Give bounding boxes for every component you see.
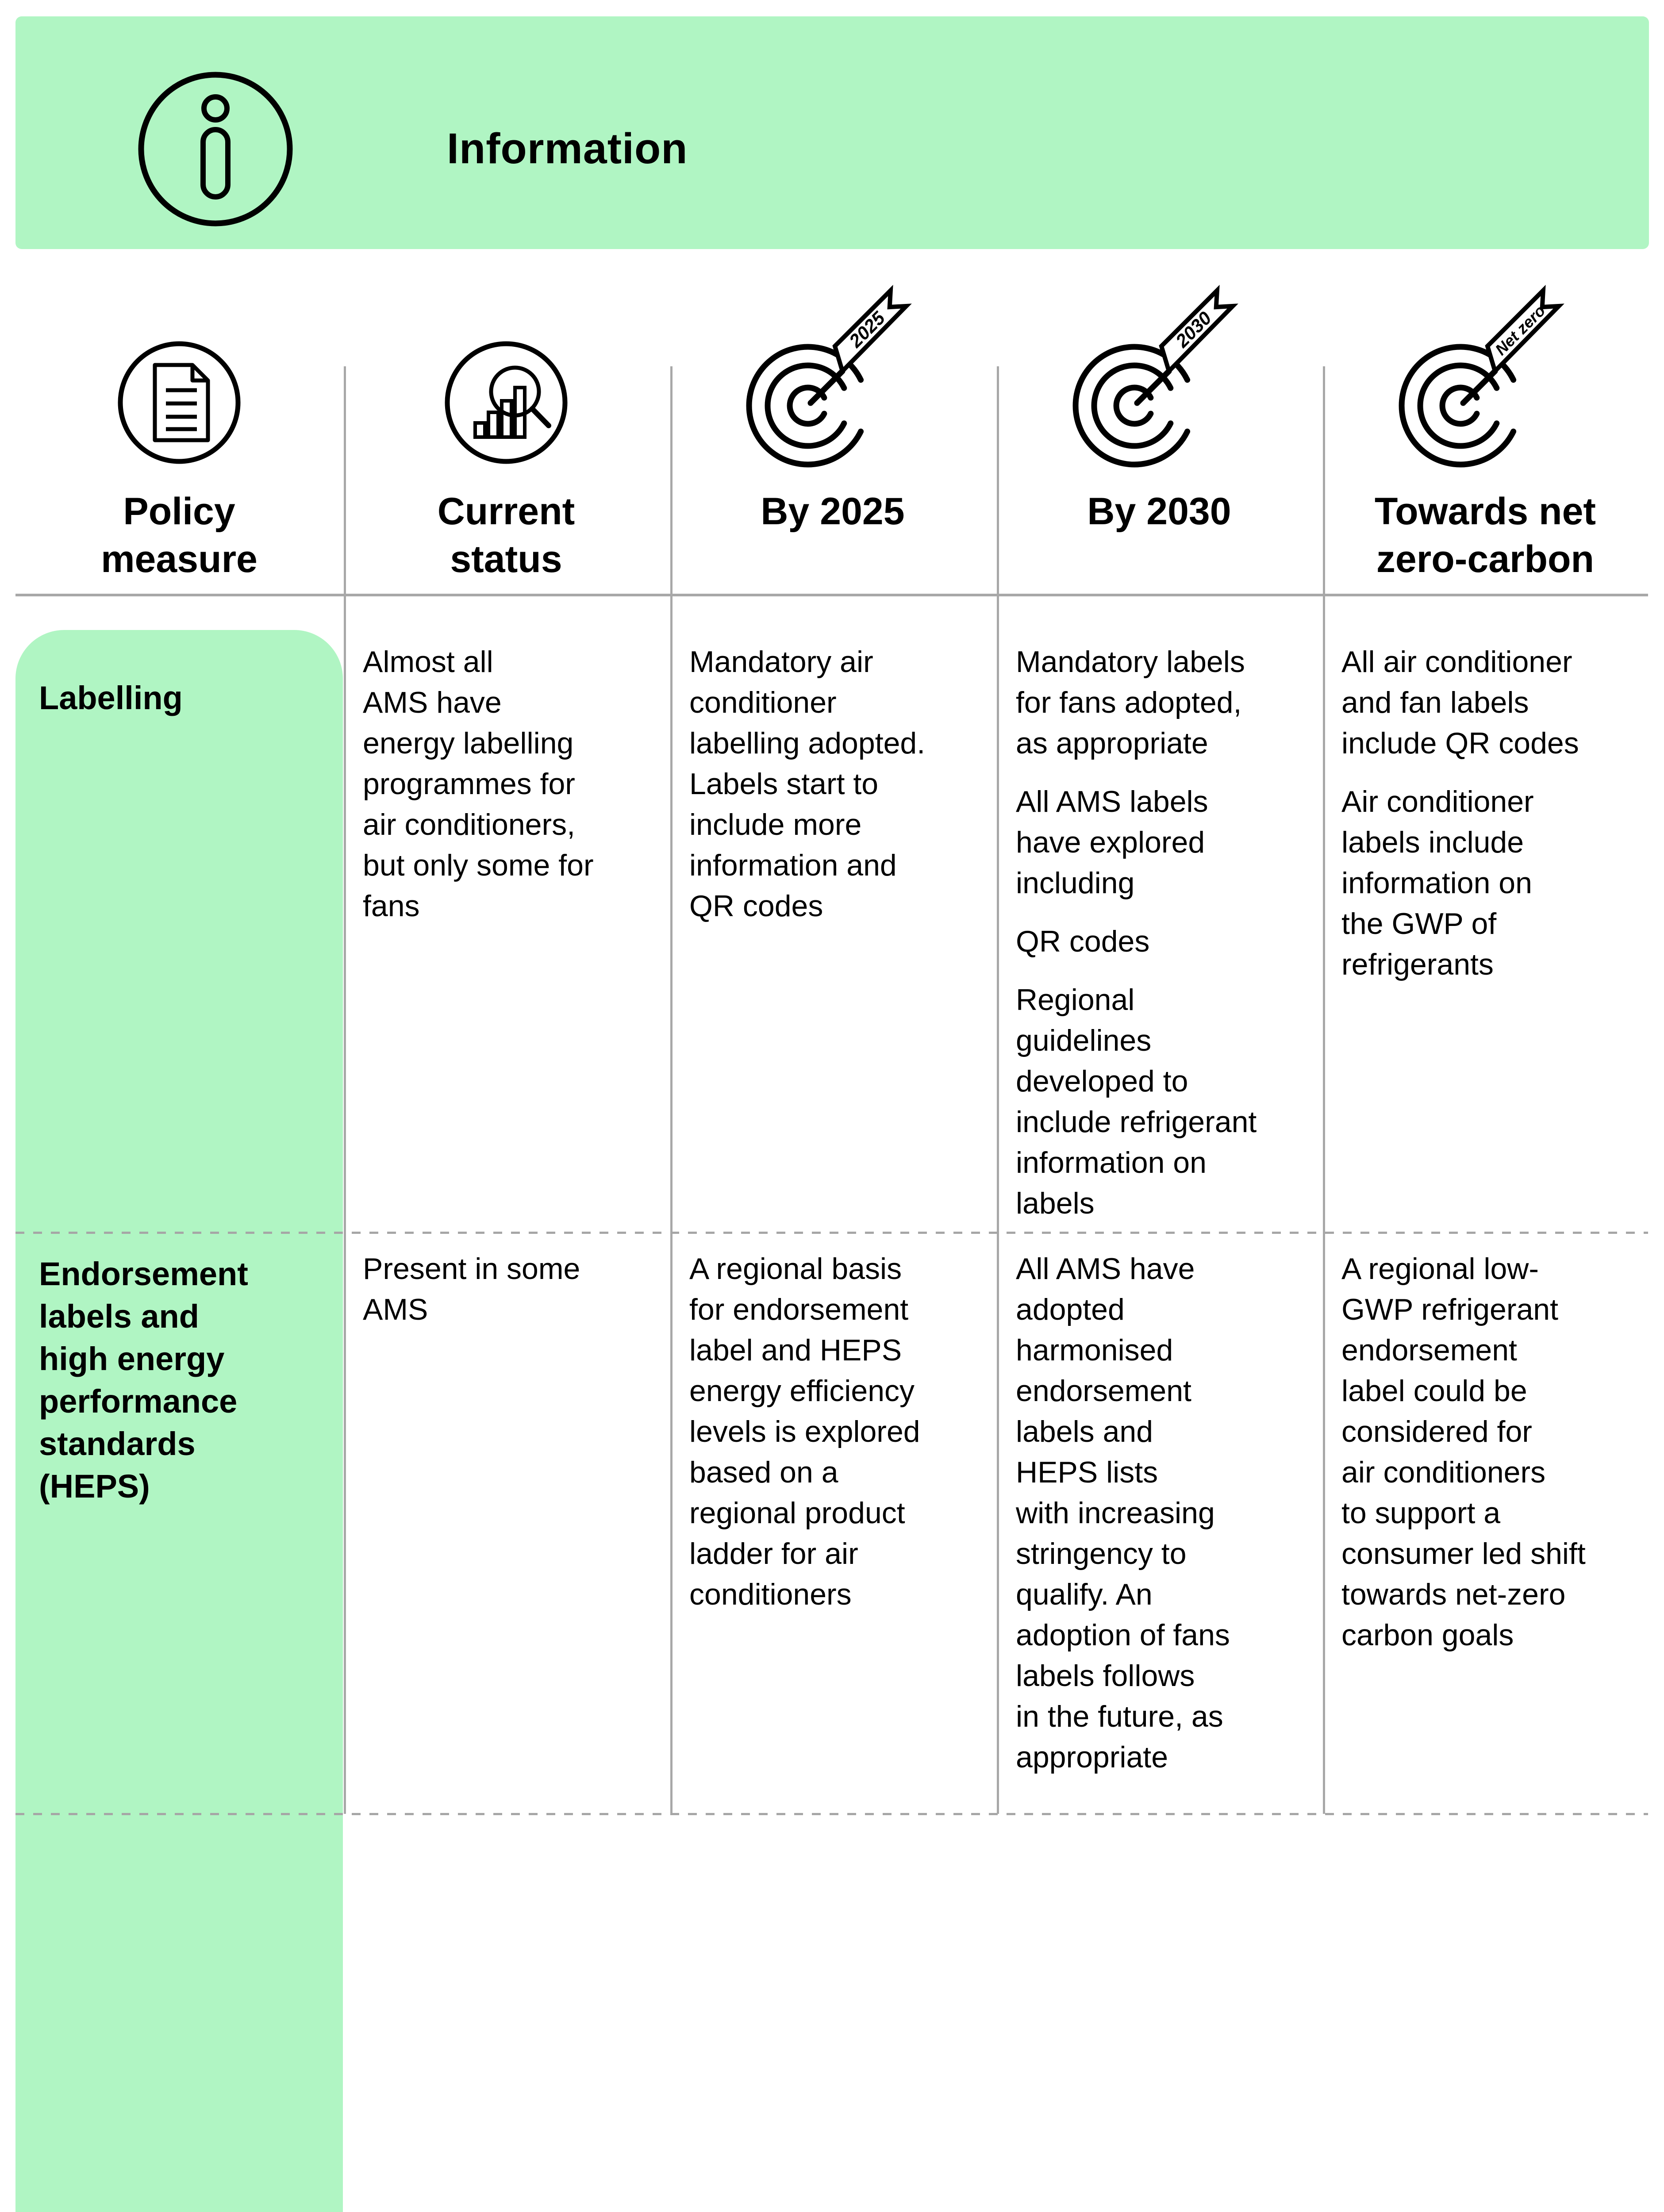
- row-separator-dashed-1: [15, 1232, 1648, 1234]
- cell-labelling-by-2025: Mandatory air conditioner labelling adop…: [689, 645, 926, 923]
- row-separator-dashed-2: [15, 1813, 1648, 1815]
- header-separator-line: [15, 594, 1648, 596]
- measure-column-background: [15, 630, 343, 2212]
- cell-heps-by-2030: All AMS have adopted harmonised endorsem…: [1016, 1252, 1230, 1774]
- target-dart-icon-netzero: Net zero: [1399, 284, 1564, 468]
- info-icon: [138, 72, 293, 227]
- column-header-by-2025: By 2025: [761, 490, 905, 533]
- info-banner: Information: [15, 16, 1649, 249]
- column-header-policy-measure: Policy measure: [101, 490, 257, 580]
- chart-search-icon: [445, 341, 568, 464]
- row-label-endorsement-heps: Endorsement labels and high energy perfo…: [39, 1256, 248, 1505]
- target-dart-icon-2030: 2030: [1072, 284, 1238, 468]
- page-title: Information: [447, 124, 688, 173]
- cell-heps-current-status: Present in some AMS: [363, 1252, 580, 1326]
- flag-label: Net zero: [1491, 301, 1549, 358]
- target-dart-icon-2025: 2025: [746, 284, 912, 468]
- document-icon: [118, 341, 241, 464]
- column-header-current-status: Current status: [437, 490, 575, 580]
- cell-heps-net-zero: A regional low- GWP refrigerant endorsem…: [1341, 1252, 1586, 1652]
- column-divider-4: [1323, 366, 1325, 1814]
- cell-heps-by-2025: A regional basis for endorsement label a…: [689, 1252, 920, 1611]
- column-divider-2: [670, 366, 673, 1814]
- cell-labelling-net-zero: All air conditioner and fan labels inclu…: [1341, 645, 1579, 981]
- column-header-by-2030: By 2030: [1087, 490, 1231, 533]
- column-divider-1: [344, 366, 346, 1814]
- cell-labelling-current-status: Almost all AMS have energy labelling pro…: [363, 645, 594, 923]
- column-header-net-zero: Towards net zero-carbon: [1374, 490, 1596, 580]
- row-label-labelling: Labelling: [39, 680, 183, 716]
- column-divider-3: [997, 366, 999, 1814]
- cell-labelling-by-2030: Mandatory labels for fans adopted, as ap…: [1016, 645, 1257, 1220]
